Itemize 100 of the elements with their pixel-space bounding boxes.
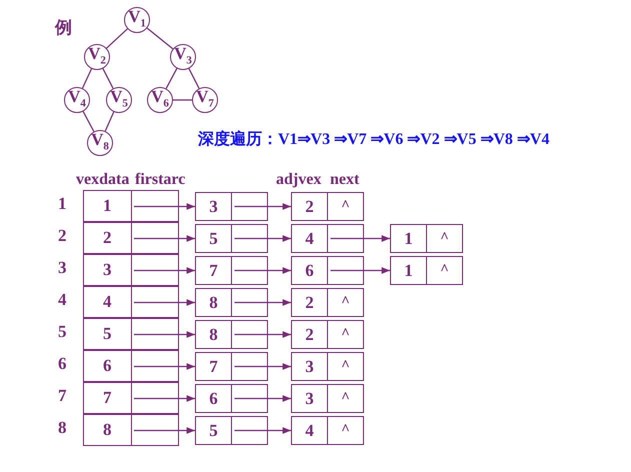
cell-value: 8 xyxy=(209,324,218,344)
list-node xyxy=(195,192,268,221)
pointer-arrow xyxy=(234,299,291,306)
pointer-arrow xyxy=(134,267,195,274)
graph-edge xyxy=(146,28,174,50)
cell-value: 2 xyxy=(103,228,112,248)
vertex-circle xyxy=(170,44,196,70)
pointer-arrow xyxy=(234,427,291,434)
cell-value: 3 xyxy=(103,260,112,280)
list-node xyxy=(291,256,364,285)
cell-value: 4 xyxy=(305,228,314,248)
cell-value: 2 xyxy=(305,292,314,312)
pointer-arrow xyxy=(234,267,291,274)
list-node xyxy=(195,224,268,253)
graph-edge xyxy=(102,68,114,89)
list-node xyxy=(291,416,364,445)
row-index: 7 xyxy=(58,386,66,406)
null-pointer: ^ xyxy=(341,198,350,215)
list-node xyxy=(195,384,268,413)
row-index: 2 xyxy=(58,226,66,246)
column-header: vexdata xyxy=(76,171,130,189)
column-header: adjvex xyxy=(276,171,322,189)
array-row xyxy=(83,414,179,446)
cell-value: 7 xyxy=(209,260,218,280)
graph-edge xyxy=(106,28,128,49)
array-row xyxy=(83,286,179,318)
cell-value: 3 xyxy=(305,356,314,376)
null-pointer: ^ xyxy=(341,358,350,375)
row-index: 3 xyxy=(58,258,66,278)
list-node xyxy=(291,320,364,349)
vertex-circle xyxy=(87,130,113,156)
vertex-circle xyxy=(64,87,90,113)
vertex-label: V$_{5}$ xyxy=(110,88,128,112)
list-node xyxy=(195,416,268,445)
list-node xyxy=(195,288,268,317)
example-label: 例 xyxy=(55,17,72,39)
null-pointer: ^ xyxy=(341,422,350,439)
cell-value: 4 xyxy=(305,420,314,440)
null-pointer: ^ xyxy=(440,262,449,279)
pointer-arrow xyxy=(134,299,195,306)
vertex-circle xyxy=(84,44,110,70)
cell-value: 7 xyxy=(209,356,218,376)
list-node xyxy=(291,352,364,381)
cell-value: 7 xyxy=(103,388,112,408)
vertex-circle xyxy=(147,87,173,113)
list-node xyxy=(291,224,364,253)
null-pointer: ^ xyxy=(341,294,350,311)
row-index: 8 xyxy=(58,418,66,438)
cell-value: 6 xyxy=(103,356,112,376)
cell-value: 5 xyxy=(209,420,218,440)
list-node xyxy=(195,320,268,349)
list-node xyxy=(291,288,364,317)
null-pointer: ^ xyxy=(341,390,350,407)
array-row xyxy=(83,222,179,254)
cell-value: 4 xyxy=(103,292,112,312)
list-node xyxy=(291,384,364,413)
pointer-arrow xyxy=(234,395,291,402)
array-row xyxy=(83,382,179,414)
graph-edge xyxy=(173,99,192,101)
list-node xyxy=(390,224,463,253)
list-node xyxy=(195,256,268,285)
pointer-arrow xyxy=(234,235,291,242)
graph-edge xyxy=(82,111,94,132)
cell-value: 3 xyxy=(305,388,314,408)
cell-value: 5 xyxy=(103,324,112,344)
graph-edge xyxy=(82,68,92,88)
null-pointer: ^ xyxy=(440,230,449,247)
vertex-label: V$_{8}$ xyxy=(91,130,109,154)
vertex-circle xyxy=(106,87,132,113)
column-header: firstarc xyxy=(135,171,186,189)
vertex-label: V$_{7}$ xyxy=(196,88,214,112)
null-pointer: ^ xyxy=(341,326,350,343)
list-node xyxy=(291,192,364,221)
pointer-arrow xyxy=(234,331,291,338)
cell-value: 2 xyxy=(305,196,314,216)
pointer-arrow xyxy=(134,203,195,210)
row-index: 6 xyxy=(58,354,66,374)
vertex-label: V$_{3}$ xyxy=(174,44,192,68)
cell-value: 1 xyxy=(404,228,413,248)
vertex-label: V$_{2}$ xyxy=(88,44,106,68)
graph-edge xyxy=(188,68,200,89)
vertex-label: V$_{1}$ xyxy=(128,8,146,32)
pointer-arrow xyxy=(234,203,291,210)
array-row xyxy=(83,350,179,382)
pointer-arrow xyxy=(134,363,195,370)
vertex-circle xyxy=(124,7,150,33)
vertex-circle xyxy=(192,87,218,113)
row-index: 5 xyxy=(58,322,66,342)
cell-value: 1 xyxy=(103,196,112,216)
array-row xyxy=(83,190,179,222)
list-node xyxy=(390,256,463,285)
array-row xyxy=(83,318,179,350)
row-index: 1 xyxy=(58,194,66,214)
cell-value: 8 xyxy=(209,292,218,312)
pointer-arrow xyxy=(330,235,390,242)
cell-value: 6 xyxy=(305,260,314,280)
row-index: 4 xyxy=(58,290,66,310)
vertex-label: V$_{6}$ xyxy=(151,88,169,112)
pointer-arrow xyxy=(234,363,291,370)
pointer-arrow xyxy=(134,235,195,242)
